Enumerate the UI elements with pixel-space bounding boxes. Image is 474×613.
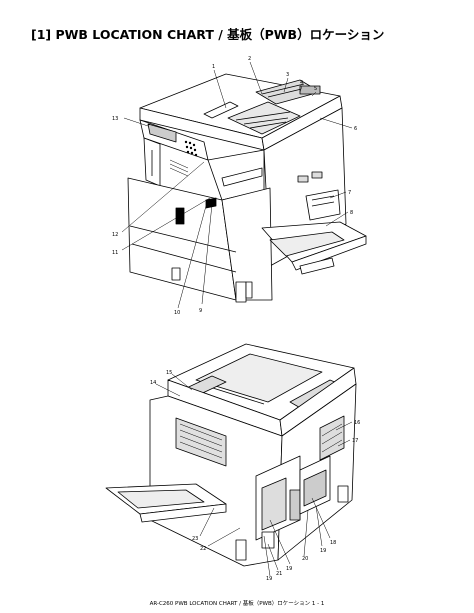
callout-19a: 19 <box>320 548 326 554</box>
callout-9: 9 <box>199 308 202 314</box>
callouts-bottom: 14 15 16 17 18 19 19 19 20 21 22 23 <box>150 370 360 582</box>
callout-16: 16 <box>354 420 360 426</box>
page-footer: AR-C260 PWB LOCATION CHART / 基板（PWB）ロケーシ… <box>149 601 325 607</box>
callout-13: 13 <box>112 116 118 122</box>
callout-6: 6 <box>354 126 357 132</box>
callout-11: 11 <box>112 250 118 256</box>
callout-17: 17 <box>352 438 358 444</box>
callout-12: 12 <box>112 232 118 238</box>
callout-23: 23 <box>192 536 198 542</box>
callout-21: 21 <box>276 571 282 577</box>
callout-7: 7 <box>348 190 351 196</box>
callout-22: 22 <box>200 546 206 552</box>
leader-lines-top <box>121 61 353 309</box>
copier-rear-view <box>105 343 357 567</box>
callout-1: 1 <box>212 64 215 70</box>
leader-lines-bottom <box>155 373 353 577</box>
callout-5: 5 <box>314 86 317 92</box>
callout-20: 20 <box>302 556 308 562</box>
callout-4: 4 <box>300 80 303 86</box>
callout-3: 3 <box>286 72 289 78</box>
callout-8: 8 <box>350 210 353 216</box>
callout-14: 14 <box>150 380 156 386</box>
callout-19c: 19 <box>266 576 272 582</box>
callout-19b: 19 <box>286 566 292 572</box>
callout-15: 15 <box>166 370 172 376</box>
callout-2: 2 <box>248 56 251 62</box>
callout-10: 10 <box>174 310 180 316</box>
page-title: [1] PWB LOCATION CHART / 基板（PWB）ロケーション <box>31 27 385 42</box>
callouts-top: 1 2 3 4 5 6 7 8 9 10 11 12 13 <box>112 56 357 316</box>
copier-front-view <box>127 73 367 303</box>
callout-18: 18 <box>330 540 336 546</box>
